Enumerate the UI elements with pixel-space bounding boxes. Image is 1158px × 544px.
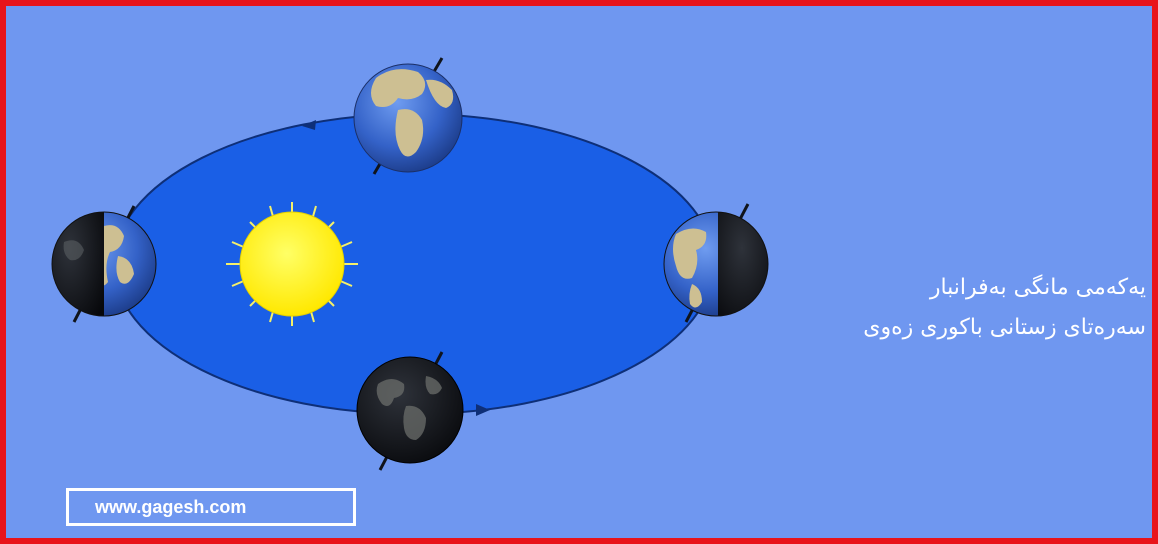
earth-right-icon <box>663 203 769 323</box>
orbit-arrow-top-icon <box>302 120 316 130</box>
watermark-box: www.gagesh.com <box>66 488 356 526</box>
sun-icon <box>226 202 358 326</box>
caption-line-2: سەرەتای زستانی باکوری زەوی <box>863 315 1146 340</box>
caption-text: یەکەمی مانگی بەفرانبار سەرەتای زستانی با… <box>676 268 1146 348</box>
earth-orbit-diagram <box>51 57 769 471</box>
earth-bottom-icon <box>356 351 464 471</box>
caption-line-1: یەکەمی مانگی بەفرانبار <box>929 275 1146 300</box>
earth-top-icon <box>353 57 463 175</box>
orbit-arrow-bottom-icon <box>476 404 490 416</box>
watermark-site-text: www.gagesh.com <box>95 497 247 517</box>
